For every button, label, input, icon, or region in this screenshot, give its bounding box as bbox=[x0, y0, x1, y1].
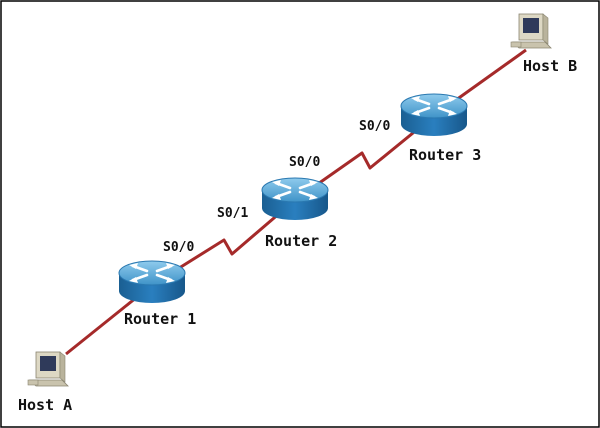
router-1-s00-label: S0/0 bbox=[163, 240, 194, 255]
host-b-computer-icon[interactable] bbox=[510, 13, 552, 49]
link-r1-r2 bbox=[151, 198, 296, 287]
router-2-label: Router 2 bbox=[265, 232, 337, 250]
host-b-label: Host B bbox=[523, 57, 577, 75]
link-r2-r3 bbox=[294, 113, 436, 202]
host-a-label: Host A bbox=[18, 396, 72, 414]
router-2-s00-label: S0/0 bbox=[289, 155, 320, 170]
router-3-label: Router 3 bbox=[409, 146, 481, 164]
router-3-s00-label: S0/0 bbox=[359, 119, 390, 134]
router-3-router-icon[interactable] bbox=[399, 92, 469, 138]
router-2-router-icon[interactable] bbox=[260, 176, 330, 222]
router-2-s01-label: S0/1 bbox=[217, 206, 248, 221]
host-a-computer-icon[interactable] bbox=[27, 351, 69, 387]
router-1-router-icon[interactable] bbox=[117, 259, 187, 305]
router-1-label: Router 1 bbox=[124, 310, 196, 328]
